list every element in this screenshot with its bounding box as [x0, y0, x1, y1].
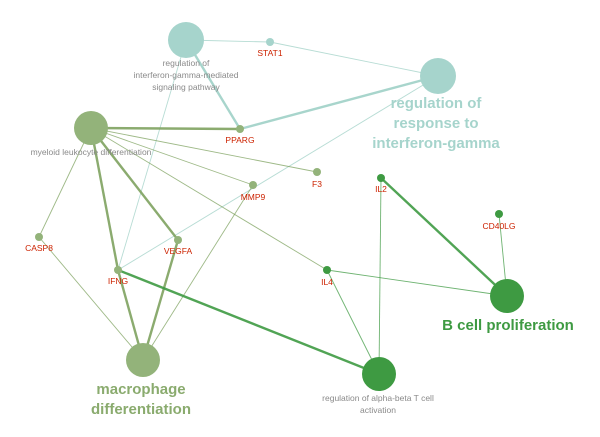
term-node-b_cell_prolif[interactable]	[490, 279, 524, 313]
gene-label-f3: F3	[312, 179, 322, 189]
term-label-line: regulation of alpha-beta T cell	[322, 393, 434, 403]
gene-node-ifng[interactable]	[114, 266, 122, 274]
term-label-line: regulation of	[163, 58, 210, 68]
edge-macrophage_diff-CASP8	[38, 236, 144, 361]
edge-myeloid_diff-PPARG	[90, 126, 241, 131]
gene-node-vegfa[interactable]	[174, 236, 182, 244]
edge-myeloid_diff-IL4	[90, 127, 328, 271]
edge-reg_ab_t_cell-IL2	[378, 177, 382, 375]
edge-reg_ab_t_cell-IFNG	[117, 268, 380, 376]
term-label-line: response to	[393, 115, 478, 132]
gene-label-stat1: STAT1	[257, 48, 282, 58]
term-label-line: interferon-gamma-mediated	[134, 70, 239, 80]
edge-myeloid_diff-VEGFA	[90, 127, 179, 241]
edge-b_cell_prolif-IL4	[326, 269, 508, 297]
term-node-myeloid_diff[interactable]	[74, 111, 108, 145]
gene-node-cd40lg[interactable]	[495, 210, 503, 218]
term-label-b_cell_prolif: B cell proliferation	[442, 317, 574, 334]
edge-reg_ifng_pathway-IFNG	[117, 39, 187, 271]
term-label-myeloid_diff: myeloid leukocyte differentiation	[31, 147, 152, 157]
term-node-reg_ab_t_cell[interactable]	[362, 357, 396, 391]
edge-b_cell_prolif-IL2	[380, 177, 508, 297]
term-label-line: differentiation	[91, 401, 191, 418]
term-node-reg_ifng_pathway[interactable]	[168, 22, 204, 58]
gene-label-vegfa: VEGFA	[164, 246, 193, 256]
label-layer: regulation of interferon-gamma-mediated si…	[25, 48, 574, 418]
term-node-layer	[74, 22, 524, 391]
term-node-reg_response_ifng[interactable]	[420, 58, 456, 94]
gene-node-casp8[interactable]	[35, 233, 43, 241]
term-node-macrophage_diff[interactable]	[126, 343, 160, 377]
gene-node-stat1[interactable]	[266, 38, 274, 46]
edge-macrophage_diff-MMP9	[142, 184, 254, 361]
term-label-reg_ifng_pathway: regulation of interferon-gamma-mediated si…	[134, 58, 239, 92]
gene-label-ifng: IFNG	[108, 276, 128, 286]
gene-label-cd40lg: CD40LG	[482, 221, 515, 231]
edge-reg_response_ifng-IFNG	[117, 75, 439, 271]
gene-label-casp8: CASP8	[25, 243, 53, 253]
gene-node-il4[interactable]	[323, 266, 331, 274]
term-label-line: regulation of	[391, 95, 483, 112]
gene-node-f3[interactable]	[313, 168, 321, 176]
gene-node-il2[interactable]	[377, 174, 385, 182]
term-label-line: activation	[360, 405, 396, 415]
gene-label-mmp9: MMP9	[241, 192, 266, 202]
gene-node-layer	[35, 38, 503, 274]
term-label-line: interferon-gamma	[372, 135, 500, 152]
edge-myeloid_diff-F3	[90, 127, 318, 173]
edge-reg_ab_t_cell-IL4	[326, 269, 380, 375]
term-label-macrophage_diff: macrophage differentiation	[91, 381, 191, 418]
gene-node-pparg[interactable]	[236, 125, 244, 133]
gene-label-il4: IL4	[321, 277, 333, 287]
edge-reg_response_ifng-STAT1	[269, 41, 439, 77]
term-label-reg_ab_t_cell: regulation of alpha-beta T cell activatio…	[322, 393, 434, 415]
term-label-line: B cell proliferation	[442, 317, 574, 334]
edge-reg_response_ifng-PPARG	[239, 74, 439, 131]
term-label-line: signaling pathway	[152, 82, 220, 92]
edge-layer	[38, 39, 508, 376]
term-label-line: myeloid leukocyte differentiation	[31, 147, 152, 157]
edge-macrophage_diff-VEGFA	[141, 239, 180, 361]
gene-node-mmp9[interactable]	[249, 181, 257, 189]
term-label-reg_response_ifng: regulation of response to interferon-gamma	[372, 95, 500, 152]
edge-myeloid_diff-CASP8	[38, 127, 92, 238]
gene-label-pparg: PPARG	[225, 135, 254, 145]
edge-myeloid_diff-MMP9	[90, 127, 254, 186]
gene-label-il2: IL2	[375, 184, 387, 194]
edge-myeloid_diff-IFNG	[89, 127, 120, 271]
term-label-line: macrophage	[96, 381, 185, 398]
